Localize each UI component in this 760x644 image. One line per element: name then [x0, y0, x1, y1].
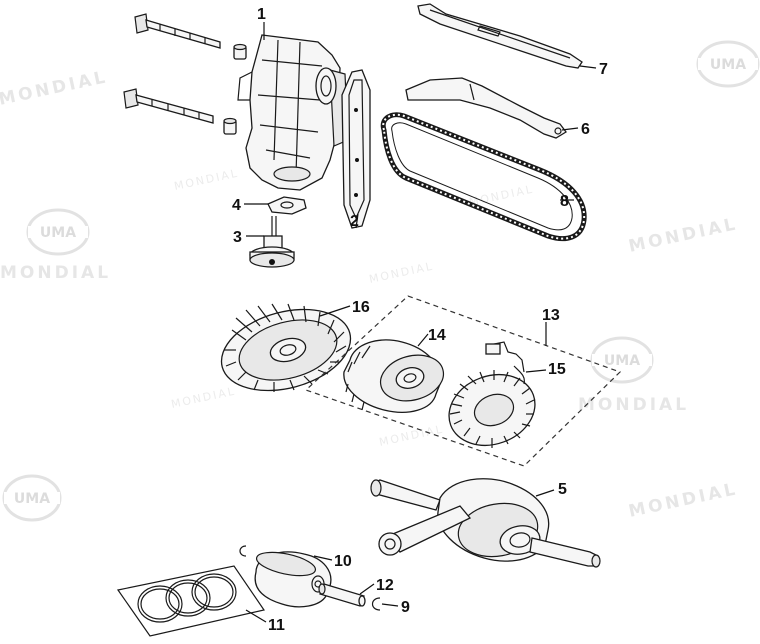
- dowel-pin: [233, 43, 247, 60]
- callout-1: 1: [257, 6, 266, 23]
- watermark-brand-text: MONDIAL: [173, 167, 240, 193]
- callout-9: 9: [401, 599, 410, 616]
- watermark-brand-text: MONDIAL: [368, 260, 435, 286]
- callout-13: 13: [542, 307, 560, 324]
- callout-3: 3: [233, 229, 242, 246]
- part-stator: [448, 341, 536, 448]
- callout-8: 8: [560, 193, 569, 210]
- part-piston-rings: [116, 565, 265, 637]
- part-rotor: [343, 339, 445, 413]
- watermark-logo-text: UMA: [604, 353, 640, 369]
- callout-14: 14: [428, 327, 446, 344]
- callout-2: 2: [350, 213, 359, 230]
- leader-lines: [244, 22, 597, 623]
- watermark-brand-text: MONDIAL: [170, 385, 237, 411]
- watermark-logo-text: UMA: [14, 491, 50, 507]
- watermark-logo: UMA: [696, 40, 760, 88]
- part-crankshaft: [370, 478, 601, 568]
- part-crankcase-cover: [123, 13, 349, 191]
- callout-labels: 1 2 3 4 5 6 7 8 9 10 11 12 13 14 15 16: [232, 6, 608, 634]
- dowel-pin: [223, 117, 237, 135]
- callout-10: 10: [334, 553, 352, 570]
- watermark-brand-text: MONDIAL: [0, 67, 110, 110]
- part-chain-guide: [417, 3, 583, 69]
- watermark-logo: UMA: [26, 208, 90, 256]
- part-small-clip: [239, 545, 247, 557]
- part-timing-chain: [380, 112, 587, 242]
- callout-11: 11: [268, 617, 285, 634]
- part-cooling-fan: [220, 303, 352, 392]
- part-oil-pump: [249, 216, 295, 268]
- watermark-logo: UMA: [2, 474, 62, 522]
- callout-5: 5: [558, 481, 567, 498]
- bolt: [134, 13, 221, 49]
- watermark-brand-text: MONDIAL: [0, 263, 111, 283]
- watermark-brand-text: MONDIAL: [627, 214, 740, 257]
- watermarks: MONDIAL MONDIAL MONDIAL MONDIAL MONDIAL …: [0, 40, 760, 522]
- watermark-logo: UMA: [590, 336, 654, 384]
- part-piston-pin: [318, 583, 366, 607]
- callout-16: 16: [352, 299, 370, 316]
- watermark-brand-text: MONDIAL: [578, 395, 689, 415]
- callout-15: 15: [548, 361, 566, 378]
- part-circlip: [371, 597, 381, 611]
- bolt: [123, 88, 214, 124]
- callout-6: 6: [581, 121, 590, 138]
- callout-4: 4: [232, 197, 241, 214]
- watermark-logo-text: UMA: [710, 57, 746, 73]
- callout-7: 7: [599, 61, 608, 78]
- watermark-logo-text: UMA: [40, 225, 76, 241]
- callout-12: 12: [376, 577, 394, 594]
- watermark-brand-text: MONDIAL: [627, 479, 740, 522]
- part-gasket: [341, 69, 371, 229]
- part-chain-tensioner: [405, 77, 567, 139]
- part-pump-gasket: [267, 196, 307, 215]
